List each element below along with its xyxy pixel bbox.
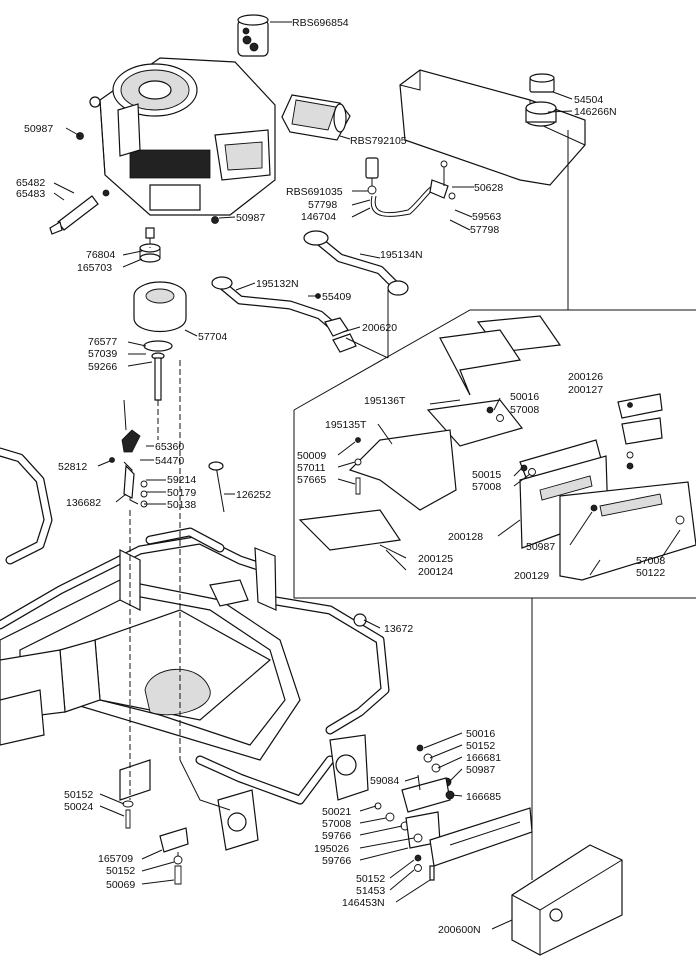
callout: 165703 <box>77 262 112 274</box>
callout: 52812 <box>58 461 87 473</box>
callout: 55409 <box>322 291 351 303</box>
callout: 57798 <box>308 199 337 211</box>
callout: 200128 <box>448 531 483 543</box>
oil-filter <box>237 14 269 57</box>
callout: 50015 <box>472 469 501 481</box>
callout: 50122 <box>636 567 665 579</box>
callout: 200125 <box>418 553 453 565</box>
callout: 65482 <box>16 177 45 189</box>
battery-box <box>511 844 623 956</box>
callout: 59563 <box>472 211 501 223</box>
callout: 54470 <box>155 455 184 467</box>
callout: 200600N <box>438 924 481 936</box>
callout: 50987 <box>24 123 53 135</box>
callout: 195135T <box>325 419 367 431</box>
tractor-frame <box>0 447 390 851</box>
callout: 50152 <box>64 789 93 801</box>
pto-clutch <box>133 227 187 401</box>
callout: RBS691035 <box>286 186 343 198</box>
callout: 50016 <box>510 391 539 403</box>
callout: 146453N <box>342 897 385 909</box>
bottom-left-hardware <box>122 800 189 885</box>
leader-lines <box>53 21 681 930</box>
fuel-tank <box>399 69 586 186</box>
engine <box>89 57 276 216</box>
callout: 195132N <box>256 278 299 290</box>
callout: 76577 <box>88 336 117 348</box>
callout: 65483 <box>16 188 45 200</box>
inset-shields <box>293 309 696 599</box>
callout: 50179 <box>167 487 196 499</box>
callout: 50024 <box>64 801 93 813</box>
callout: 200126 <box>568 371 603 383</box>
rear-bracket-hardware <box>353 613 533 881</box>
fuel-line <box>365 157 456 217</box>
callout: 50987 <box>236 212 265 224</box>
callout: 65360 <box>155 441 184 453</box>
callout: 57008 <box>322 818 351 830</box>
callout: 57008 <box>636 555 665 567</box>
air-filter <box>281 94 351 141</box>
callout: 50138 <box>167 499 196 511</box>
callout: 51453 <box>356 885 385 897</box>
callout: 76804 <box>86 249 115 261</box>
callout: 136682 <box>66 497 101 509</box>
callout: 50987 <box>526 541 555 553</box>
part-number-callouts: RBS696854 54504 146266N RBS792105 50987 … <box>16 17 665 936</box>
callout: 57008 <box>510 404 539 416</box>
callout: 50016 <box>466 728 495 740</box>
callout: 59266 <box>88 361 117 373</box>
callout: 200129 <box>514 570 549 582</box>
callout: 50069 <box>106 879 135 891</box>
callout: 166685 <box>466 791 501 803</box>
callout: 59766 <box>322 855 351 867</box>
callout: 50152 <box>466 740 495 752</box>
callout: 54504 <box>574 94 603 106</box>
callout: 165709 <box>98 853 133 865</box>
callout: 146266N <box>574 106 617 118</box>
callout: 50628 <box>474 182 503 194</box>
callout: 50152 <box>106 865 135 877</box>
callout: 200620 <box>362 322 397 334</box>
callout: 146704 <box>301 211 336 223</box>
callout: RBS792105 <box>350 135 407 147</box>
callout: RBS696854 <box>292 17 349 29</box>
callout: 200124 <box>418 566 453 578</box>
callout: 200127 <box>568 384 603 396</box>
lift-lever <box>109 429 225 513</box>
callout: 50009 <box>297 450 326 462</box>
callout: 57704 <box>198 331 227 343</box>
callout: 59214 <box>167 474 196 486</box>
callout: 57798 <box>470 224 499 236</box>
callout: 126252 <box>236 489 271 501</box>
callout: 195026 <box>314 843 349 855</box>
callout: 50021 <box>322 806 351 818</box>
callout: 57011 <box>297 462 326 474</box>
callout: 166681 <box>466 752 501 764</box>
callout: 59084 <box>370 775 399 787</box>
engine-left-parts <box>49 132 219 235</box>
callout: 195134N <box>380 249 423 261</box>
callout: 57039 <box>88 348 117 360</box>
callout: 50152 <box>356 873 385 885</box>
callout: 57008 <box>472 481 501 493</box>
callout: 50987 <box>466 764 495 776</box>
callout: 59766 <box>322 830 351 842</box>
exhaust-pipes <box>211 230 409 353</box>
callout: 195136T <box>364 395 406 407</box>
callout: 57665 <box>297 474 326 486</box>
callout: 13672 <box>384 623 413 635</box>
